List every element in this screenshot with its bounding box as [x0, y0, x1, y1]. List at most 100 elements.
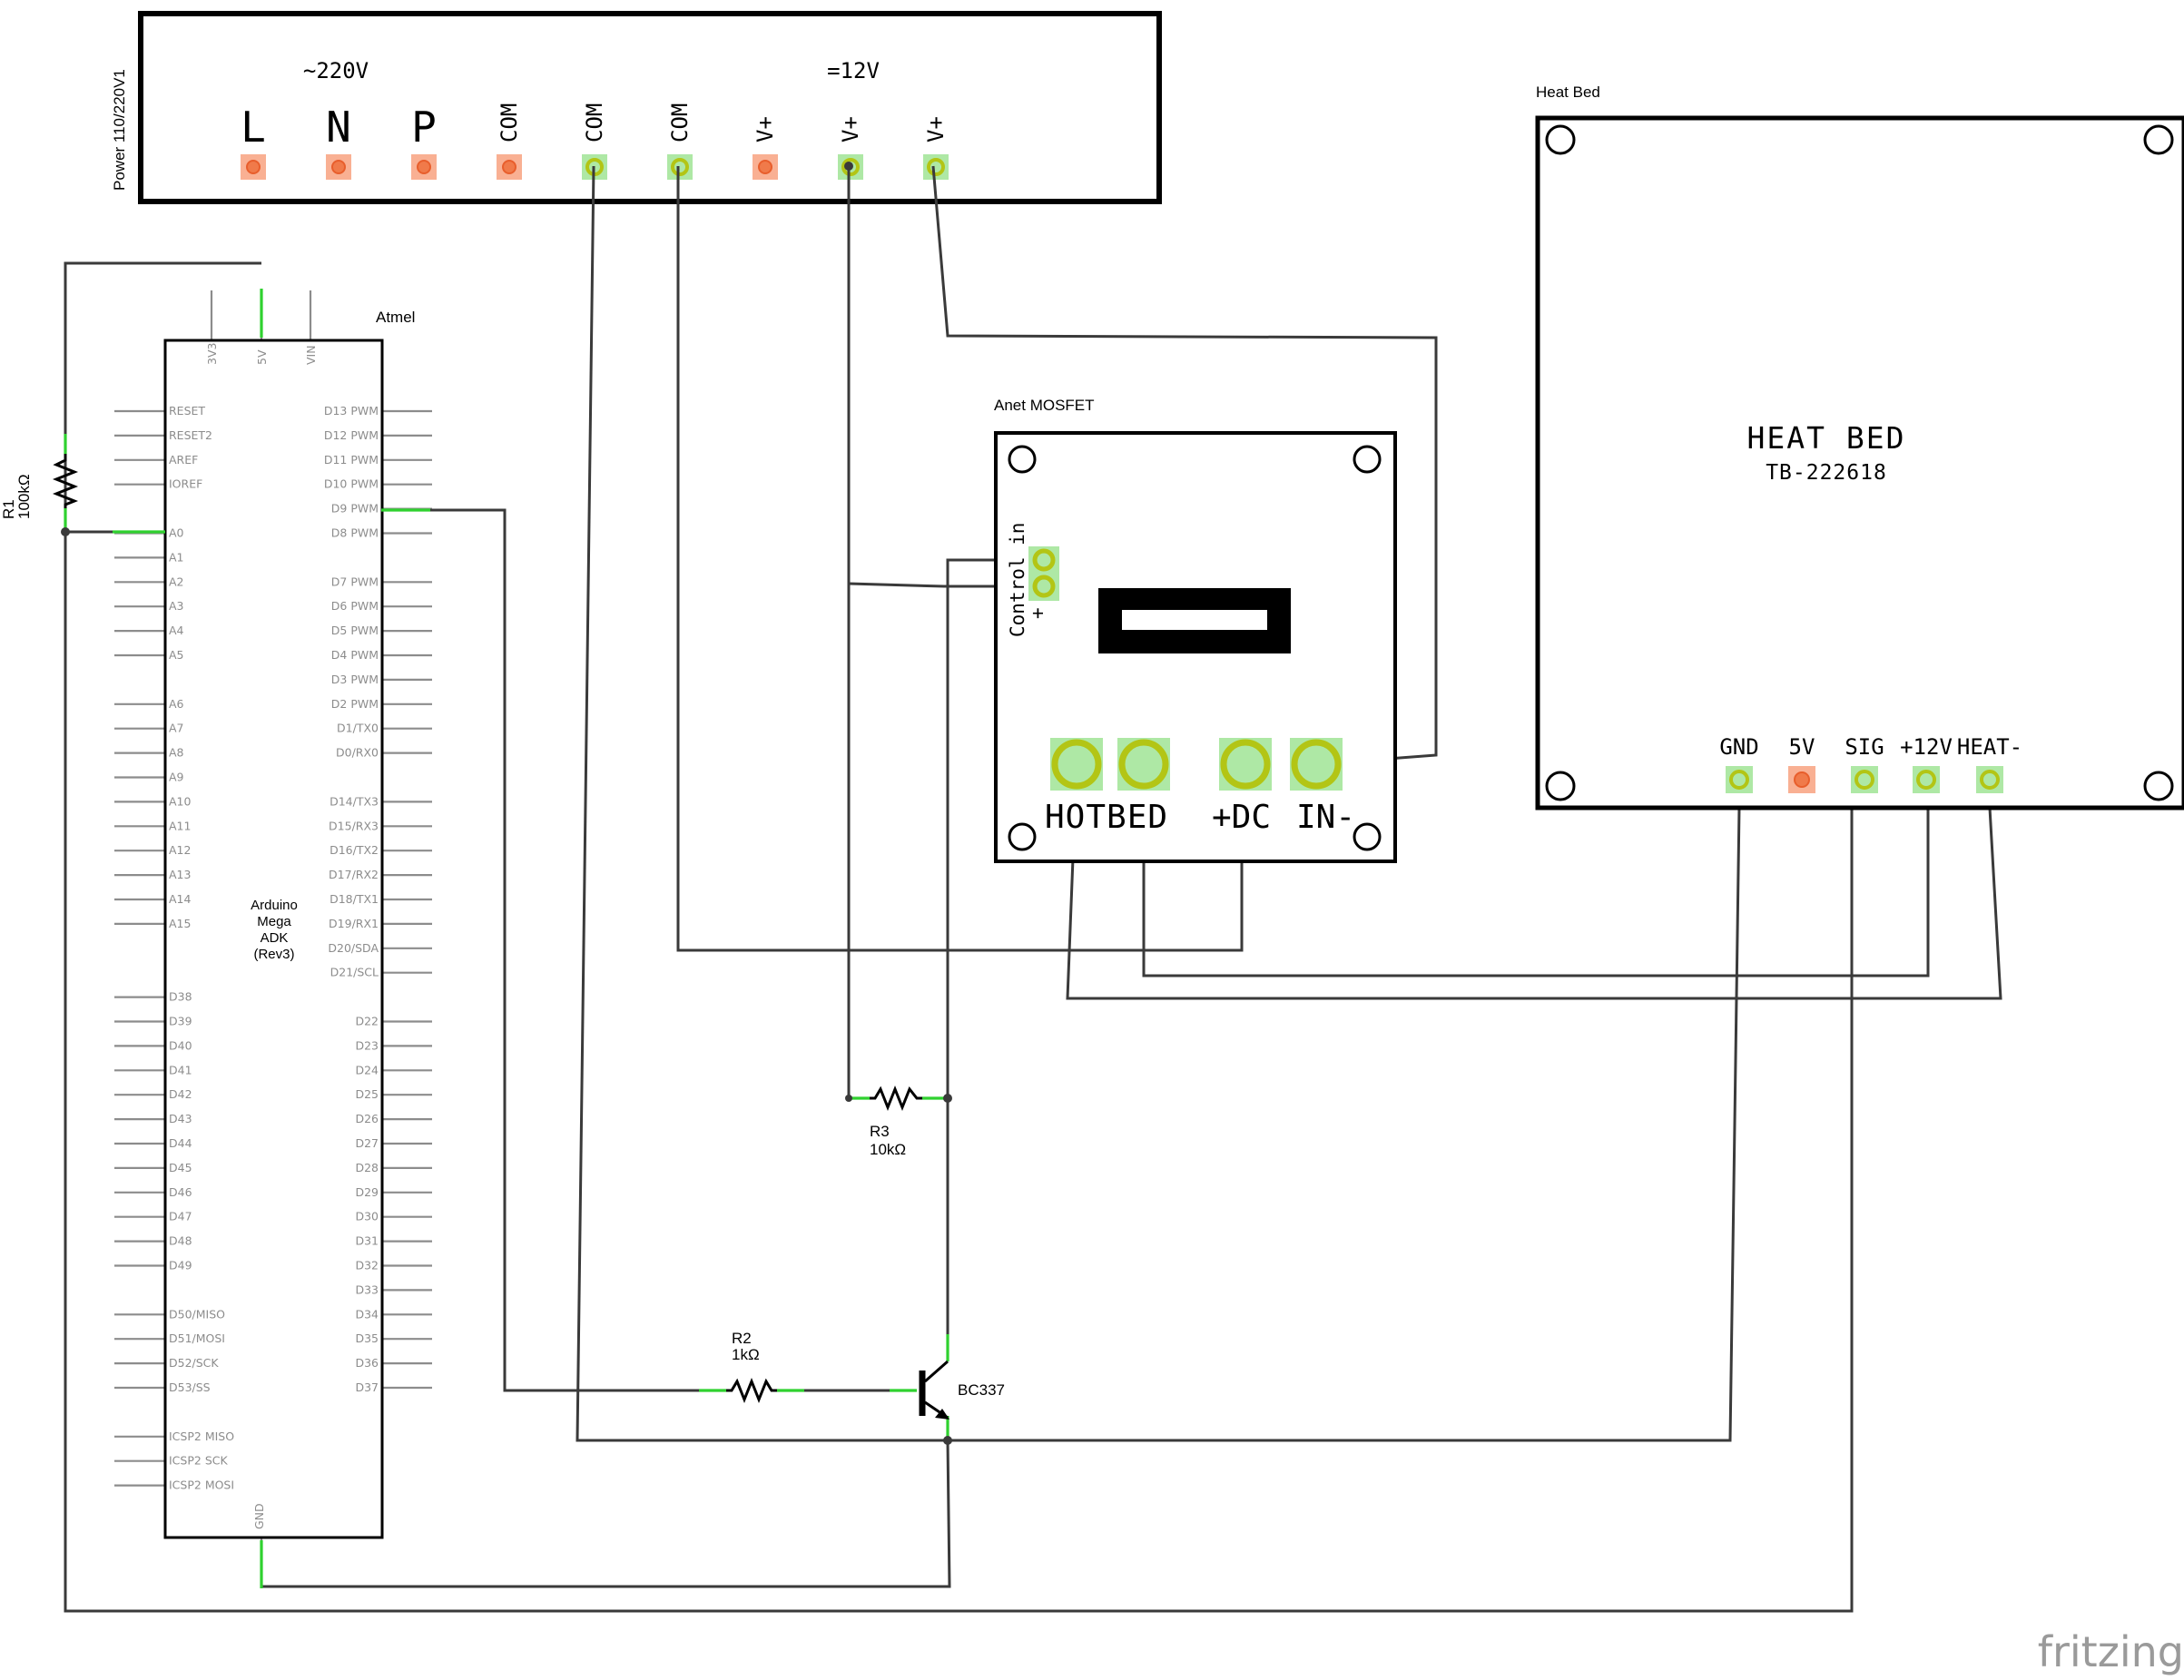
arduino-right-pin-label: D6 PWM — [331, 599, 379, 613]
r3-value: 10kΩ — [870, 1141, 906, 1158]
power-terminal-pin[interactable] — [671, 158, 689, 176]
hotbed-terminal-2[interactable] — [1118, 739, 1169, 790]
arduino-left-pin-label: A12 — [169, 843, 191, 857]
arduino-name-3: ADK — [261, 930, 289, 946]
arduino-right-pin-label: D30 — [355, 1210, 379, 1223]
arduino-right-pin-label: D33 — [355, 1282, 379, 1296]
r2-value: 1kΩ — [732, 1346, 760, 1363]
arduino-left-pin-label: D43 — [169, 1112, 192, 1125]
arduino-right-pin-label: D16/TX2 — [330, 843, 379, 857]
arduino-title: Atmel — [376, 309, 415, 326]
r1-ref: R1 — [0, 499, 17, 519]
node-r3-left — [845, 1095, 852, 1102]
heatbed-pin[interactable] — [1854, 770, 1874, 790]
dc-voltage-label: =12V — [827, 58, 880, 84]
arduino-right-pin-label: D18/TX1 — [330, 892, 379, 906]
resistor-r3[interactable]: R3 10kΩ — [870, 1085, 922, 1158]
heatbed-pin-label: HEAT- — [1957, 734, 2022, 760]
control-pin-minus[interactable] — [1032, 548, 1056, 572]
heatbed-hole-tr — [2143, 124, 2174, 155]
wire-com-to-dc[interactable] — [676, 166, 1244, 952]
transistor-collector — [924, 1360, 949, 1383]
arduino-left-pins: RESETRESET2AREFIOREFA0A1A2A3A4A5A6A7A8A9… — [169, 404, 234, 1492]
transistor-bc337[interactable]: BC337 — [919, 1360, 1005, 1420]
arduino-right-pin-label: D1/TX0 — [337, 722, 379, 735]
power-terminal-pin[interactable] — [502, 160, 516, 174]
arduino-right-pin-label: D17/RX2 — [329, 868, 379, 881]
in-pad — [1290, 738, 1343, 791]
power-terminal-pin[interactable] — [927, 158, 945, 176]
arduino-right-pin-label: D15/RX3 — [329, 819, 379, 832]
power-terminal-label: N — [326, 103, 351, 152]
arduino-right-pin-label: D14/TX3 — [330, 794, 379, 808]
arduino-left-pin-label: A6 — [169, 697, 184, 711]
wire-hotbed-to-heat[interactable] — [1066, 764, 2002, 1000]
power-terminal-pin[interactable] — [841, 158, 860, 176]
mosfet-terminals — [1050, 738, 1343, 791]
arduino-left-pin-label: D41 — [169, 1063, 192, 1076]
arduino-left-pin-label: AREF — [169, 453, 198, 467]
power-terminal-pin[interactable] — [331, 160, 346, 174]
heatbed-pin[interactable] — [1794, 771, 1810, 788]
arduino-right-pin-label: D4 PWM — [331, 648, 379, 662]
arduino-top-pin-label: 5V — [255, 349, 269, 365]
power-terminal-label: COM — [497, 103, 522, 142]
arduino-left-pin-label: RESET — [169, 404, 205, 418]
heatbed-pin[interactable] — [1729, 770, 1749, 790]
heatbed-pin[interactable] — [1916, 770, 1936, 790]
arduino-left-pin-label: D48 — [169, 1234, 192, 1248]
arduino-right-pin-label: D25 — [355, 1087, 379, 1101]
r1-value: 100kΩ — [15, 474, 33, 519]
arduino-right-pin-label: D31 — [355, 1234, 379, 1248]
power-terminal-label: COM — [582, 103, 607, 142]
hotbed-pad-1 — [1050, 738, 1103, 791]
arduino-mega[interactable]: Atmel RESETRESET2AREFIOREFA0A1A2A3A4A5A6… — [114, 290, 432, 1588]
power-supply-title: Power 110/220V1 — [111, 69, 128, 191]
arduino-top-pin-label: 3V3 — [205, 343, 219, 365]
heatbed-hole-tl — [1545, 124, 1576, 155]
power-terminal-label: P — [411, 103, 437, 152]
wire-emitter-to-arduino-gnd[interactable] — [261, 1439, 951, 1588]
heatbed-hole-bl — [1545, 771, 1576, 801]
dc-terminal[interactable] — [1220, 739, 1271, 790]
heatbed-body — [1535, 115, 2184, 811]
arduino-left-pin-label: A2 — [169, 575, 184, 588]
r2-symbol — [726, 1377, 777, 1404]
mosfet-chip-window — [1122, 610, 1267, 630]
mosfet-hole-tr — [1353, 445, 1382, 474]
anet-mosfet[interactable]: Anet MOSFET Control in + HOTBED +DC IN- — [994, 397, 1397, 863]
wire-d9-to-r2[interactable] — [430, 508, 699, 1392]
in-terminal[interactable] — [1291, 739, 1342, 790]
wire-hotbed-to-12v[interactable] — [1142, 765, 1930, 978]
dc-pad — [1219, 738, 1272, 791]
arduino-left-pin-label: A7 — [169, 722, 184, 735]
power-terminal-pin[interactable] — [758, 160, 772, 174]
arduino-right-pin-label: D12 PWM — [324, 428, 379, 442]
arduino-right-pin-label: D9 PWM — [331, 502, 379, 516]
hotbed-pad-2 — [1117, 738, 1170, 791]
wire-com-to-gnd[interactable] — [576, 165, 1741, 1442]
wire-v-to-r3[interactable] — [847, 166, 871, 1100]
power-terminal-pin[interactable] — [246, 160, 261, 174]
resistor-r2[interactable]: R2 1kΩ — [726, 1330, 777, 1404]
mosfet-hotbed-label: HOTBED — [1045, 799, 1168, 836]
resistor-r1[interactable]: R1 100kΩ — [0, 454, 79, 519]
power-terminal-pin[interactable] — [417, 160, 431, 174]
arduino-right-pin-label: D28 — [355, 1161, 379, 1174]
power-terminal-label: V+ — [838, 116, 863, 142]
control-pin-plus[interactable] — [1032, 575, 1056, 598]
arduino-left-pin-label: A14 — [169, 892, 192, 906]
heatbed-pin[interactable] — [1980, 770, 2000, 790]
node-a0 — [61, 527, 70, 536]
hotbed-terminal-1[interactable] — [1051, 739, 1102, 790]
arduino-left-pin-label: A13 — [169, 868, 191, 881]
arduino-left-pin-label: D46 — [169, 1185, 192, 1199]
heatbed-pin-label: +12V — [1900, 734, 1953, 760]
arduino-right-pin-label: D8 PWM — [331, 526, 379, 540]
wire-5v-to-sig[interactable] — [64, 261, 1854, 1613]
